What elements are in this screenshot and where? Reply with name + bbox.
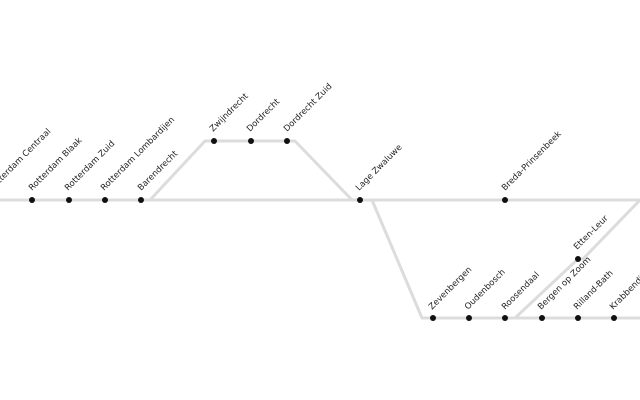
track-dordrecht-loop <box>148 139 354 202</box>
track-lage-zwaluwe-roosendaal <box>370 199 640 320</box>
station-dot-rotterdam-blaak[interactable] <box>29 197 35 203</box>
station-dot-breda-prinsenbeek[interactable] <box>502 197 508 203</box>
station-label-breda-prinsenbeek: Breda-Prinsenbeek <box>500 129 564 193</box>
station-dot-barendrecht[interactable] <box>138 197 144 203</box>
station-dot-dordrecht[interactable] <box>248 138 254 144</box>
station-label-dordrecht-zuid: Dordrecht Zuid <box>282 82 334 134</box>
station-dot-dordrecht-zuid[interactable] <box>284 138 290 144</box>
station-label-etten-leur: Etten-Leur <box>572 213 611 252</box>
station-dot-krabbendijke[interactable] <box>611 315 617 321</box>
station-label-dordrecht: Dordrecht <box>245 97 283 135</box>
station-dot-lage-zwaluwe[interactable] <box>357 197 363 203</box>
station-dot-bergen-op-zoom[interactable] <box>539 315 545 321</box>
station-dot-oudenbosch[interactable] <box>466 315 472 321</box>
station-label-lage-zwaluwe: Lage Zwaluwe <box>354 143 404 193</box>
station-dots <box>29 138 617 321</box>
station-label-rotterdam-centraal: Rotterdam Centraal <box>0 127 53 193</box>
station-dot-rotterdam-zuid[interactable] <box>66 197 72 203</box>
station-dot-roosendaal[interactable] <box>502 315 508 321</box>
station-dot-rilland-bath[interactable] <box>575 315 581 321</box>
station-dot-zwijndrecht[interactable] <box>211 138 217 144</box>
station-dot-zevenbergen[interactable] <box>430 315 436 321</box>
station-label-krabbendijke: Krabbendijke <box>608 266 640 312</box>
station-dot-etten-leur[interactable] <box>575 256 581 262</box>
station-labels: Rotterdam Centraal Rotterdam Blaak Rotte… <box>0 82 640 312</box>
tracks <box>0 139 640 320</box>
station-dot-rotterdam-lombardijen[interactable] <box>102 197 108 203</box>
